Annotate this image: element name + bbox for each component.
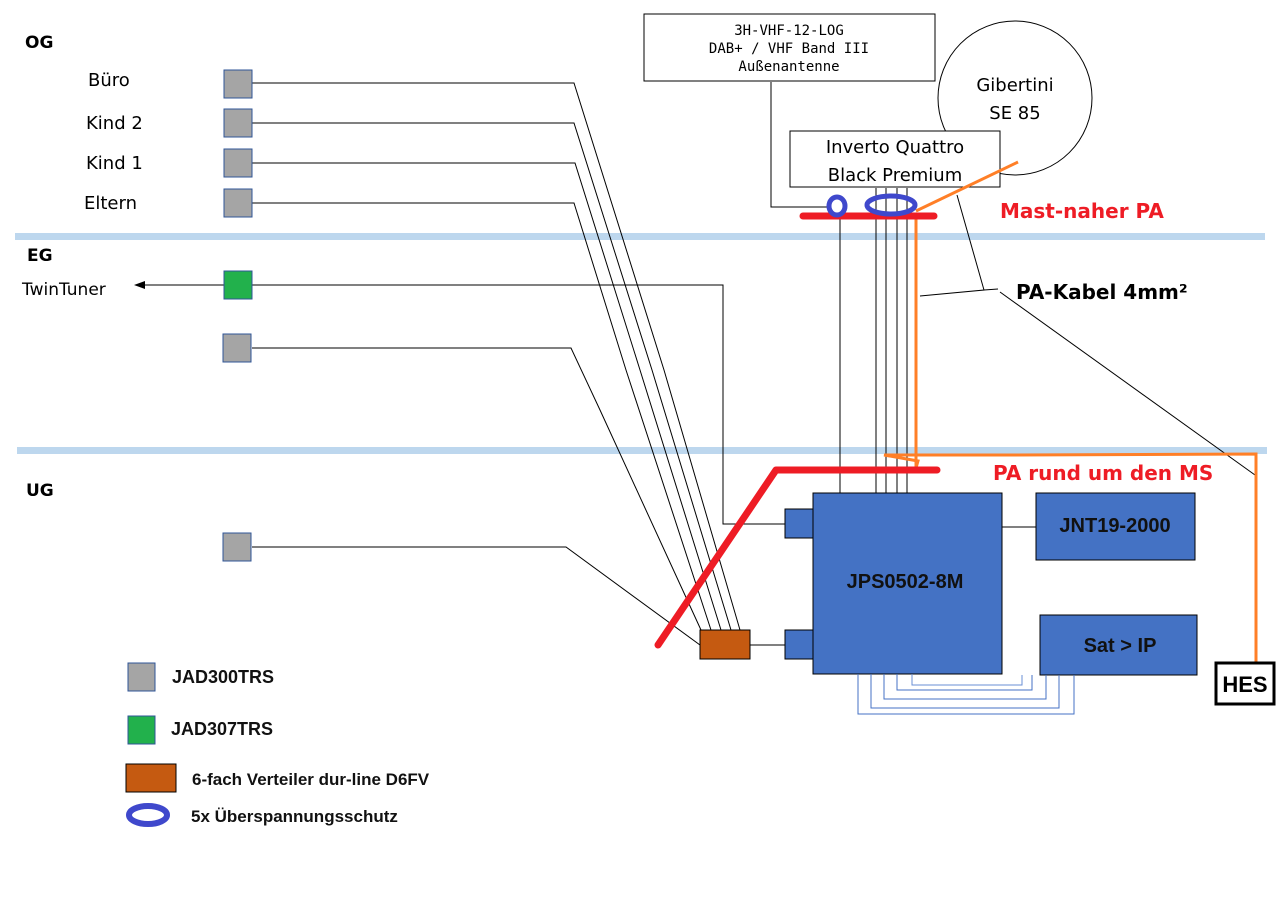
cable-twintuner <box>252 284 785 525</box>
outlet-eg[interactable] <box>222 333 252 363</box>
satip-cable-1 <box>896 674 1033 691</box>
vhf-antenna-line2: DAB+ / VHF Band III <box>709 41 869 57</box>
outlet-buero[interactable] <box>223 69 253 99</box>
room-label-twintuner: TwinTuner <box>21 280 106 300</box>
pa-cable-pointer-h <box>983 288 999 291</box>
cable-vhf <box>770 82 830 208</box>
floor-label-ug: UG <box>26 481 54 501</box>
room-label-eltern: Eltern <box>84 193 137 214</box>
room-label-kind2: Kind 2 <box>86 113 143 134</box>
psu-label: JNT19-2000 <box>1059 515 1170 537</box>
legend-orange-rect-icon <box>125 763 177 793</box>
arrow-icon <box>134 281 145 289</box>
legend: JAD300TRS JAD307TRS 6-fach Verteiler dur… <box>125 662 430 827</box>
pa-cable-pointer <box>919 194 985 297</box>
outlet-eltern[interactable] <box>223 188 253 218</box>
floor-divider-eg-ug <box>17 447 1267 454</box>
surge-protector-lnb[interactable] <box>864 193 918 217</box>
satip-cable-5 <box>911 674 1023 686</box>
label-pa-cable: PA-Kabel 4mm² <box>1016 280 1188 304</box>
pa-orange-lines <box>883 160 1258 662</box>
floor-divider-og-eg <box>15 233 1265 240</box>
dish-line1: Gibertini <box>976 75 1053 96</box>
cable-eltern <box>252 202 712 631</box>
pa-orange-ms-to-hes <box>883 452 1258 662</box>
multiswitch-box[interactable] <box>812 492 1003 675</box>
surge-protector-vhf[interactable] <box>826 194 848 218</box>
pa-rail-ms[interactable] <box>654 466 941 649</box>
multiswitch-port-bottom[interactable] <box>784 629 814 660</box>
lnb-box[interactable] <box>789 130 1001 188</box>
hes-box[interactable] <box>1214 661 1276 706</box>
label-mast-pa: Mast-naher PA <box>1000 199 1164 223</box>
cable-buero <box>252 82 741 631</box>
antenna-feeds <box>770 82 1256 493</box>
outlet-twintuner[interactable] <box>223 270 253 300</box>
legend-grey-square-icon <box>127 662 156 692</box>
coax-cables <box>145 82 785 646</box>
satip-cable-3 <box>870 674 1060 709</box>
multiswitch-label: JPS0502-8M <box>847 571 964 593</box>
pa-cable-pointer-diag <box>999 291 1256 476</box>
dish-line2: SE 85 <box>989 103 1040 124</box>
lnb-line1: Inverto Quattro <box>826 137 964 158</box>
legend-label-jad300: JAD300TRS <box>172 667 274 687</box>
room-label-kind1: Kind 1 <box>86 153 143 174</box>
satip-cable-4 <box>857 674 1075 715</box>
room-label-buero: Büro <box>88 70 130 91</box>
outlet-ug[interactable] <box>222 532 252 562</box>
floor-label-eg: EG <box>27 246 53 266</box>
satip-cable-2 <box>883 674 1047 700</box>
cable-eg-outlet <box>252 347 702 631</box>
hes-label: HES <box>1222 672 1267 697</box>
vhf-antenna-line1: 3H-VHF-12-LOG <box>734 23 844 39</box>
multiswitch-port-top[interactable] <box>784 508 814 539</box>
legend-label-surge: 5x Überspannungsschutz <box>191 807 398 826</box>
cable-kind1 <box>252 162 722 631</box>
legend-label-jad307: JAD307TRS <box>171 719 273 739</box>
pa-orange-dish <box>915 160 1019 213</box>
vhf-antenna-box[interactable] <box>643 13 936 82</box>
psu-box[interactable] <box>1035 492 1196 561</box>
legend-green-square-icon <box>127 715 156 745</box>
label-pa-ms: PA rund um den MS <box>993 461 1213 485</box>
satip-label: Sat > IP <box>1084 635 1157 657</box>
legend-blue-ring-icon <box>126 803 170 827</box>
cable-kind2 <box>252 122 732 631</box>
satip-cables <box>857 674 1075 715</box>
outlet-kind1[interactable] <box>223 148 253 178</box>
distributor-box[interactable] <box>699 629 751 660</box>
satip-box[interactable] <box>1039 614 1198 676</box>
outlet-kind2[interactable] <box>223 108 253 138</box>
lnb-line2: Black Premium <box>828 165 963 186</box>
floor-label-og: OG <box>25 33 53 53</box>
vhf-antenna-line3: Außenantenne <box>738 59 839 75</box>
cable-ug-outlet <box>252 546 701 646</box>
legend-label-distributor: 6-fach Verteiler dur-line D6FV <box>192 770 430 789</box>
